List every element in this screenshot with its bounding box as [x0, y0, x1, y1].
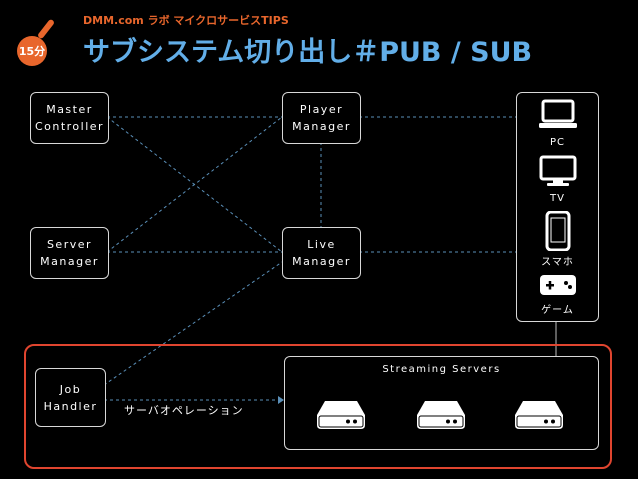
link-job-live [103, 261, 283, 386]
device-label-tv: TV [550, 193, 565, 204]
server-icon [515, 401, 563, 429]
device-label-pc: PC [549, 137, 565, 148]
node-job-handler: Job Handler [35, 368, 106, 427]
page-title: サブシステム切り出し＃PUB / SUB [83, 37, 533, 68]
node-master-controller: Master Controller [30, 92, 109, 144]
link-server-player [106, 116, 283, 253]
server-icon [317, 401, 365, 429]
header-subtitle: DMM.com ラボ マイクロサービスTIPS [83, 14, 289, 27]
client-devices-panel: PC TV スマホ ゲーム [516, 92, 599, 322]
tv-icon [539, 155, 577, 186]
highlight-frame [24, 344, 612, 469]
arrow-head [278, 396, 284, 404]
node-player-manager: Player Manager [282, 92, 361, 144]
time-badge: 15分 [17, 36, 47, 66]
device-label-smartphone: スマホ [541, 257, 574, 268]
server-icon [417, 401, 465, 429]
laptop-icon [539, 99, 577, 128]
game-console-icon [540, 275, 576, 295]
device-label-game: ゲーム [541, 305, 574, 316]
server-operation-label: サーバオペレーション [124, 404, 244, 417]
smartphone-icon [545, 211, 571, 251]
streaming-servers-panel: Streaming Servers [284, 356, 599, 450]
node-live-manager: Live Manager [282, 227, 361, 279]
node-server-manager: Server Manager [30, 227, 109, 279]
streaming-servers-title: Streaming Servers [382, 364, 501, 375]
